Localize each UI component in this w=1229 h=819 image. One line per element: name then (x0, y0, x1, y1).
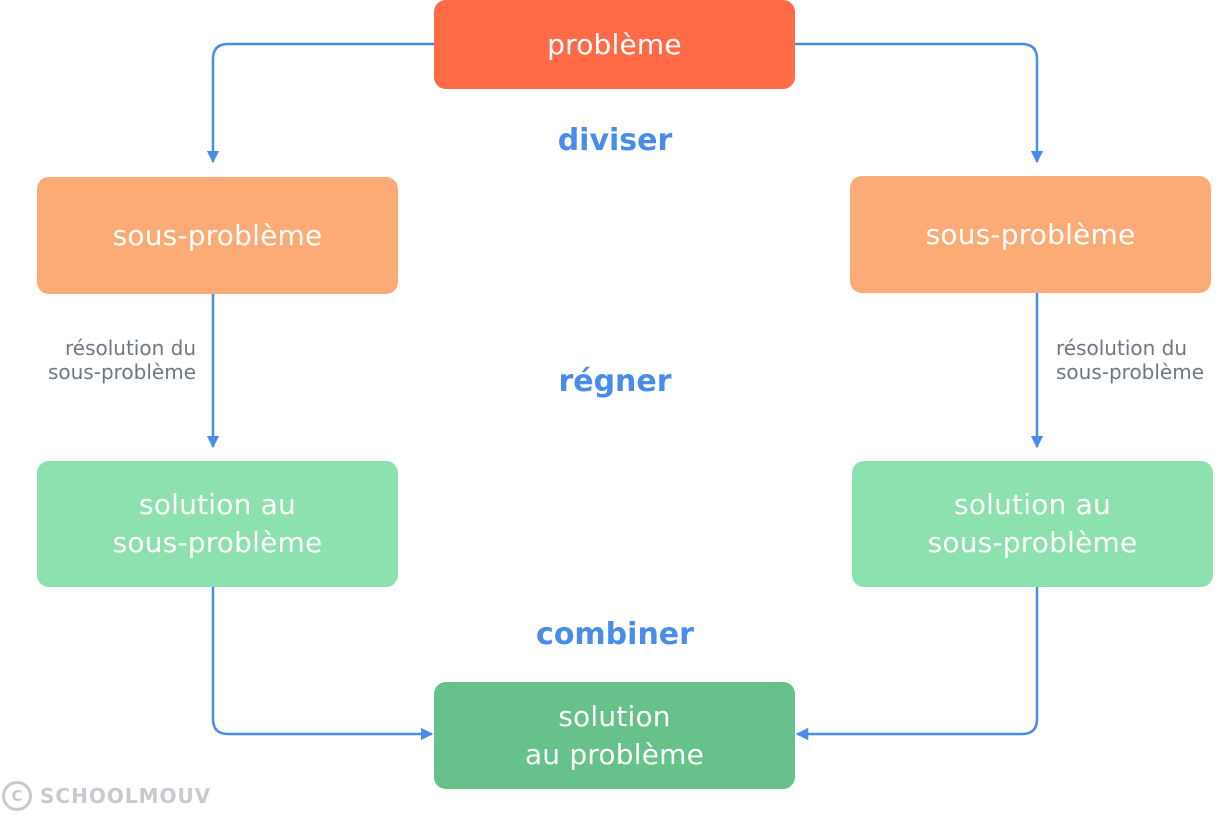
left-subsolution-label-line-1: solution au (139, 488, 296, 521)
copyright-icon: C (2, 781, 32, 811)
left-resolution-label: résolution du sous-problème (14, 336, 196, 384)
right-resolution-label-line-1: résolution du (1056, 336, 1188, 360)
left-resolution-label-line-2: sous-problème (47, 360, 196, 384)
arrow-problem-to-left-subproblem (206, 42, 434, 164)
stage-combine-label: combiner (536, 617, 694, 652)
problem-label: problème (547, 27, 682, 61)
problem-box: problème (434, 0, 795, 89)
final-solution-label-line-1: solution (558, 699, 671, 733)
arrow-right-solution-to-final (795, 587, 1039, 741)
right-subproblem-label: sous-problème (925, 217, 1136, 251)
right-resolution-label: résolution du sous-problème (1056, 336, 1228, 384)
watermark-text: SCHOOLMOUV (40, 784, 212, 808)
right-subsolution-label-line-1: solution au (954, 488, 1111, 521)
left-subsolution-box: solution au sous-problème (37, 461, 398, 587)
left-subproblem-label: sous-problème (112, 218, 323, 252)
arrow-left-solution-to-final (211, 587, 434, 741)
right-subproblem-box: sous-problème (850, 176, 1211, 293)
final-solution-box: solution au problème (434, 682, 795, 789)
left-subproblem-box: sous-problème (37, 177, 398, 294)
right-subsolution-box: solution au sous-problème (852, 461, 1213, 587)
final-solution-label-line-2: au problème (524, 737, 705, 771)
stage-conquer-label: régner (558, 364, 672, 399)
right-resolution-label-line-2: sous-problème (1056, 360, 1205, 384)
right-subsolution-label-line-2: sous-problème (927, 526, 1138, 559)
stage-divide-label: diviser (557, 123, 673, 158)
arrow-problem-to-right-subproblem (795, 42, 1044, 164)
schoolmouv-watermark: C SCHOOLMOUV (2, 781, 211, 811)
left-resolution-label-line-1: résolution du (64, 336, 196, 360)
left-subsolution-label-line-2: sous-problème (112, 526, 323, 559)
